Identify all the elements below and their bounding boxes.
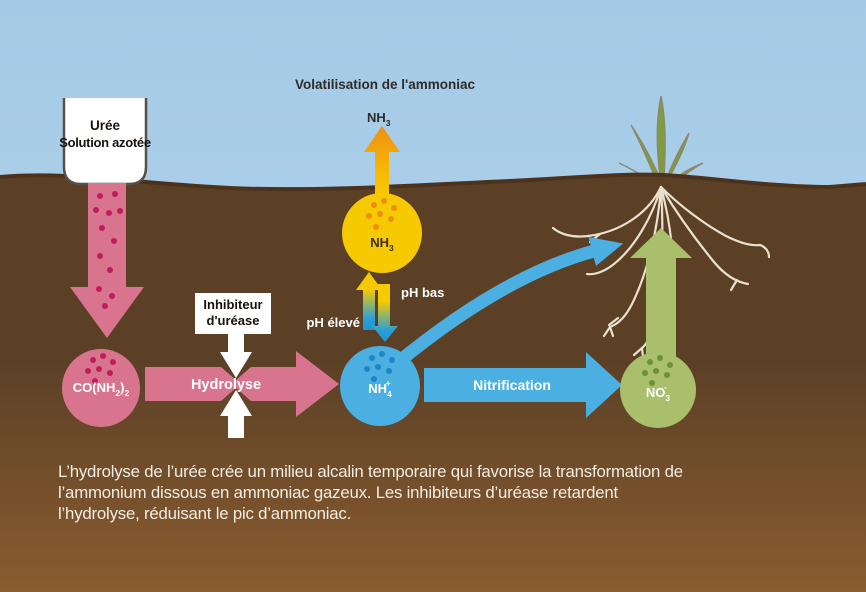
caption-line2: l’ammonium dissous en ammoniac gazeux. L… <box>58 483 619 502</box>
ammonium-dots <box>364 351 395 382</box>
diagram-title: Volatilisation de l'ammoniac <box>295 77 475 92</box>
beaker-label-line2: Solution azotée <box>59 135 151 150</box>
ammonium-uptake-curved-arrow <box>391 236 624 370</box>
nitrate-uptake-arrow <box>630 228 692 400</box>
ammonia-formula: NH3 <box>370 235 394 253</box>
urea-formula: CO(NH2)2 <box>73 380 130 398</box>
ammonia-dots <box>366 198 397 230</box>
urea-flow-dots <box>93 191 123 309</box>
urea-node: CO(NH2)2 <box>62 349 140 427</box>
ammonia-node: NH3 <box>342 193 422 273</box>
inhibitor-box: Inhibiteur d'uréase <box>195 293 271 334</box>
inhibitor-arrows <box>220 334 252 438</box>
hydrolysis-arrow: Hydrolyse <box>145 351 339 417</box>
nitrate-dots <box>642 355 673 386</box>
beaker-label-line1: Urée <box>90 118 121 133</box>
ammonia-gas-label: NH3 <box>367 110 391 128</box>
nitrification-arrow: Nitrification <box>424 352 622 418</box>
inhibitor-label-line1: Inhibiteur <box>203 297 262 312</box>
volatilisation-arrow <box>364 126 400 196</box>
caption-line3: l’hydrolyse, réduisant le pic d’ammoniac… <box>58 504 351 523</box>
ammonium-formula: NH4+ <box>368 378 392 399</box>
urea-flow-arrow <box>70 183 144 338</box>
ph-low-label: pH bas <box>401 285 444 300</box>
ammonium-node: NH4+ <box>340 346 420 426</box>
ph-up-arrow <box>356 272 382 330</box>
beaker: Urée Solution azotée <box>59 98 151 186</box>
caption: L’hydrolyse de l’urée crée un milieu alc… <box>58 462 683 523</box>
nitrate-node: NO3- <box>620 352 696 428</box>
nitrate-formula: NO3- <box>646 382 671 403</box>
caption-line1: L’hydrolyse de l’urée crée un milieu alc… <box>58 462 683 481</box>
inhibitor-label-line2: d'uréase <box>207 313 260 328</box>
ph-high-label: pH élevé <box>307 315 360 330</box>
ph-down-arrow <box>372 284 398 342</box>
nitrification-label: Nitrification <box>473 377 551 393</box>
urea-dots <box>85 353 116 384</box>
hydrolysis-label: Hydrolyse <box>191 377 261 393</box>
